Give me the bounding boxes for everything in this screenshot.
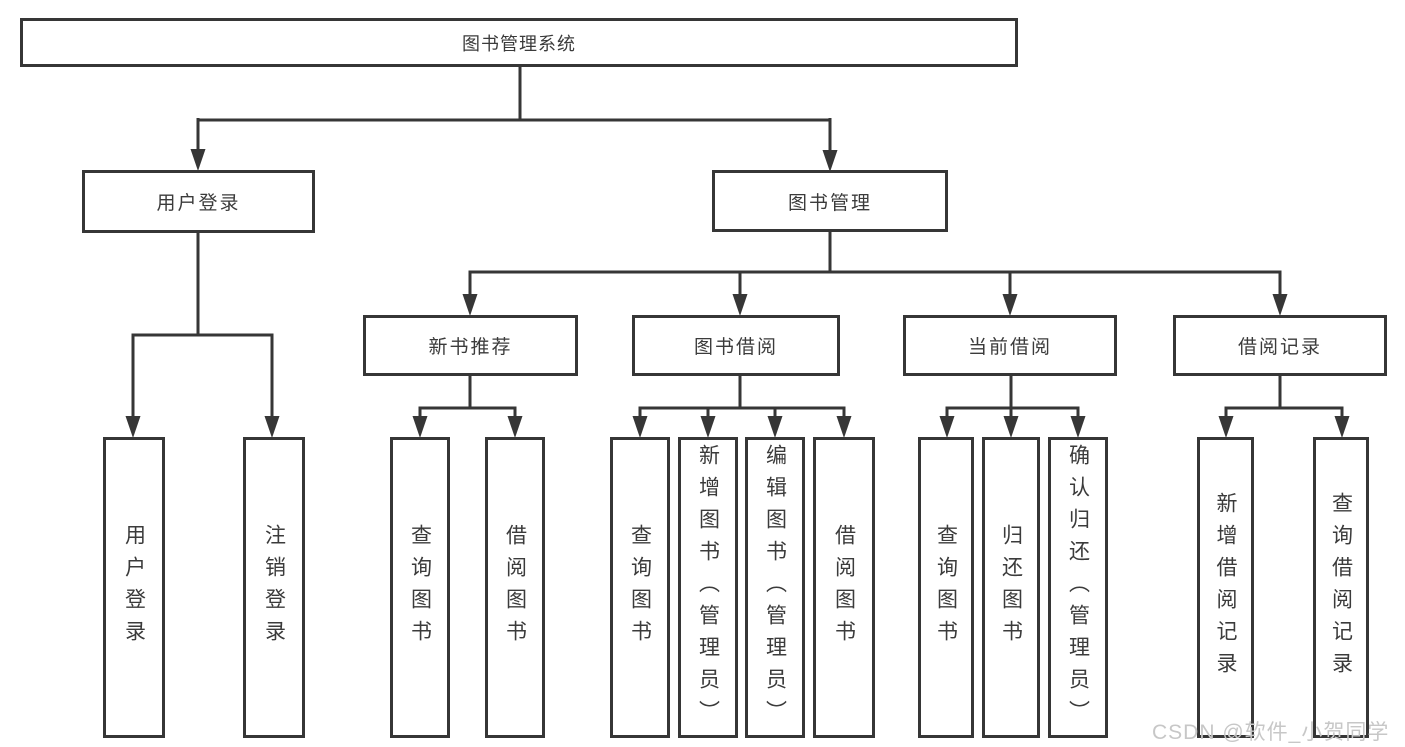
node-borrow-records: 借阅记录: [1173, 315, 1387, 376]
leaf-newbooks-query: 查询图书: [390, 437, 450, 738]
arrowheads-current-borrow: [939, 416, 1086, 438]
leaf-borrow-query: 查询图书: [610, 437, 670, 738]
connector-root: [196, 66, 832, 153]
connector-current-borrow: [945, 376, 1080, 419]
arrowheads-new-books: [412, 416, 523, 438]
leaf-records-query: 查询借阅记录: [1313, 437, 1369, 738]
node-current-borrow: 当前借阅: [903, 315, 1117, 376]
arrowheads-user-login: [125, 416, 280, 438]
leaf-newbooks-borrow: 借阅图书: [485, 437, 545, 738]
leaf-borrow-edit: 编辑图书（管理员）: [745, 437, 805, 738]
connector-user-login: [131, 233, 274, 419]
arrowheads-root: [190, 149, 838, 172]
csdn-watermark: CSDN @软件_小贺同学: [1152, 721, 1390, 744]
arrowheads-borrow-records: [1218, 416, 1350, 438]
leaf-user-login: 用户登录: [103, 437, 165, 738]
node-new-books: 新书推荐: [363, 315, 578, 376]
node-root: 图书管理系统: [20, 18, 1018, 67]
leaf-borrow-borrow: 借阅图书: [813, 437, 875, 738]
leaf-current-confirm: 确认归还（管理员）: [1048, 437, 1108, 738]
leaf-borrow-add: 新增图书（管理员）: [678, 437, 738, 738]
leaf-current-query: 查询图书: [918, 437, 974, 738]
node-book-mgmt: 图书管理: [712, 170, 948, 232]
connector-new-books: [418, 376, 517, 419]
connector-book-mgmt: [468, 232, 1282, 297]
connector-book-borrow: [638, 376, 846, 419]
arrowheads-book-borrow: [632, 416, 852, 438]
arrowheads-book-mgmt: [462, 294, 1288, 316]
node-user-login: 用户登录: [82, 170, 315, 233]
connector-borrow-records: [1224, 376, 1344, 419]
node-book-borrow: 图书借阅: [632, 315, 840, 376]
leaf-records-add: 新增借阅记录: [1197, 437, 1254, 738]
leaf-logout: 注销登录: [243, 437, 305, 738]
leaf-current-return: 归还图书: [982, 437, 1040, 738]
